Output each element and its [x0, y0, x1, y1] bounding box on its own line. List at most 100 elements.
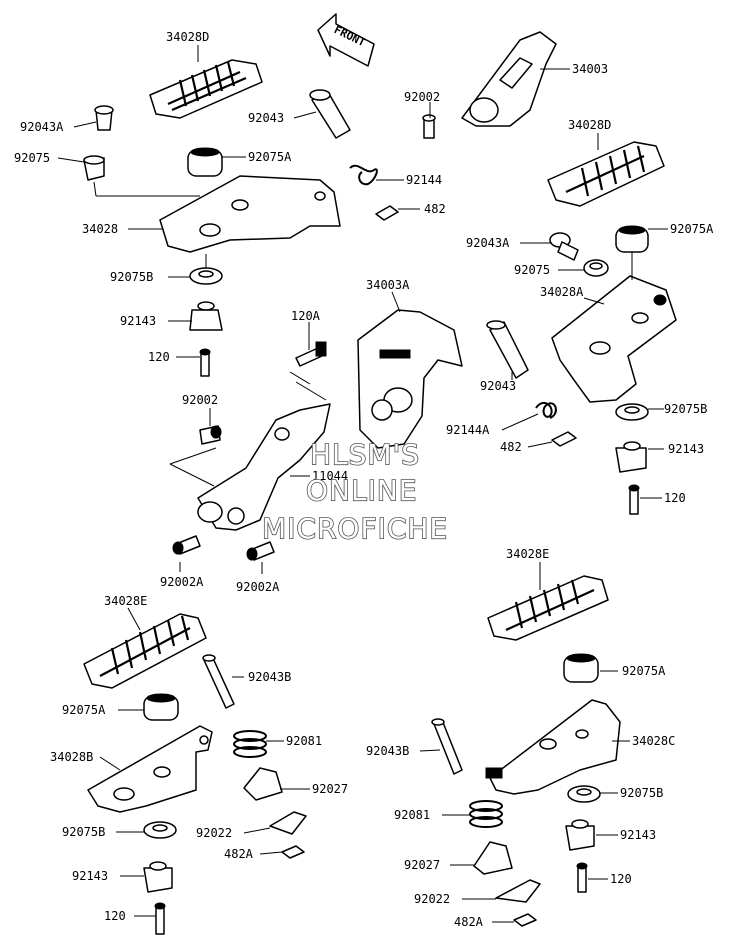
washer-92075b-lower-right: [567, 785, 601, 803]
bolt-120a: [295, 341, 327, 367]
label-11044: 11044: [312, 469, 348, 483]
bolt-92043a-right: [549, 232, 579, 261]
label-92022-right: 92022: [414, 892, 450, 906]
label-120-lower-right: 120: [610, 872, 632, 886]
washer-92075b-lower-left: [143, 821, 177, 839]
pin-92043b-left: [202, 654, 235, 709]
label-92043-top: 92043: [248, 111, 284, 125]
clip-482-top: [375, 205, 399, 221]
footpeg-rubber-34028d-right: [547, 141, 665, 207]
label-92002-mid: 92002: [182, 393, 218, 407]
label-482a-left: 482A: [224, 847, 254, 861]
label-92144a: 92144A: [446, 423, 490, 437]
damper-92075a-lower-left: [143, 693, 179, 721]
bolt-120-lower-left: [154, 902, 166, 935]
clip-482a-left: [281, 845, 305, 859]
bolt-120-lower-right: [576, 862, 588, 893]
watermark-line-3: MICROFICHE: [262, 512, 448, 545]
footpeg-holder-34003a: [357, 309, 463, 449]
bolt-120-right: [628, 484, 640, 515]
label-92143-lower-right: 92143: [620, 828, 656, 842]
spring-92081-left: [233, 730, 267, 758]
label-120a: 120A: [291, 309, 321, 323]
clip-482a-right: [513, 913, 537, 927]
footpeg-bracket-34028: [159, 175, 341, 253]
label-34003: 34003: [572, 62, 608, 76]
label-92027-left: 92027: [312, 782, 348, 796]
footpeg-bracket-34028c: [485, 699, 621, 795]
label-92002a-a: 92002A: [160, 575, 204, 589]
label-92144: 92144: [406, 173, 442, 187]
clip-482-mid: [551, 431, 577, 447]
damper-92075a-left: [187, 147, 223, 177]
label-92043a-right: 92043A: [466, 236, 510, 250]
label-92075a-right: 92075A: [670, 222, 714, 236]
bolt-92002a-b: [246, 541, 275, 561]
label-92002a-b: 92002A: [236, 580, 280, 594]
footpeg-rubber-34028d-left: [149, 59, 263, 119]
damper-92143-lower-right: [565, 819, 595, 851]
washer-92075b-right: [615, 403, 649, 421]
label-92143-lower-left: 92143: [72, 869, 108, 883]
part-labels: 34028D 34003 92043A 92043 92002 92075 92…: [14, 30, 714, 929]
bracket-11044: [197, 403, 331, 531]
watermark-line-2: ONLINE: [306, 474, 417, 507]
footpeg-holder-34003: [461, 31, 557, 127]
plate-92022-left: [269, 811, 307, 835]
stopper-92027-left: [243, 767, 283, 801]
label-34028d-right: 34028D: [568, 118, 611, 132]
collar-92075-left: [83, 155, 105, 181]
damper-92075a-lower-right: [563, 653, 599, 683]
label-92075b-left: 92075B: [110, 270, 153, 284]
plate-92022-right: [495, 879, 541, 903]
label-92081-right: 92081: [394, 808, 430, 822]
damper-92075a-right: [615, 225, 649, 253]
label-34028e-right: 34028E: [506, 547, 549, 561]
pin-92043-mid: [486, 320, 529, 379]
footpeg-rubber-34028e-left: [83, 613, 207, 689]
label-92075a-lower-right: 92075A: [622, 664, 666, 678]
label-92143-left: 92143: [120, 314, 156, 328]
label-34028b: 34028B: [50, 750, 93, 764]
label-120-left: 120: [148, 350, 170, 364]
label-92022-left: 92022: [196, 826, 232, 840]
spring-92144-top: [349, 164, 378, 186]
label-92075a-left: 92075A: [248, 150, 292, 164]
label-92043b-left: 92043B: [248, 670, 291, 684]
footpeg-bracket-34028a: [551, 275, 677, 403]
damper-92143-left: [189, 301, 223, 331]
label-92027-right: 92027: [404, 858, 440, 872]
label-92075a-lower-left: 92075A: [62, 703, 106, 717]
label-34028: 34028: [82, 222, 118, 236]
label-482-top: 482: [424, 202, 446, 216]
label-92002-top: 92002: [404, 90, 440, 104]
watermark: HLSM'S ONLINE MICROFICHE: [261, 437, 448, 546]
stopper-92027-right: [473, 841, 513, 875]
washer-92075b-left: [189, 267, 223, 285]
label-120-lower-left: 120: [104, 909, 126, 923]
label-92075b-right: 92075B: [664, 402, 707, 416]
footpeg-rubber-34028e-right: [487, 575, 609, 641]
label-34003a: 34003A: [366, 278, 410, 292]
label-92075b-lower-right: 92075B: [620, 786, 663, 800]
label-92081-left: 92081: [286, 734, 322, 748]
spring-92081-right: [469, 800, 503, 828]
pin-92043b-right: [431, 718, 463, 775]
watermark-line-1: HLSM'S: [310, 438, 420, 471]
bolt-92043a-left: [94, 105, 114, 131]
label-34028d-top: 34028D: [166, 30, 209, 44]
bolt-92002-top: [422, 114, 436, 139]
spring-92144a: [535, 402, 557, 419]
bolt-120-left: [199, 348, 211, 377]
damper-92143-right: [615, 441, 647, 473]
collar-92075-right: [583, 259, 609, 277]
footpeg-bracket-34028b: [87, 725, 213, 813]
label-34028e-left: 34028E: [104, 594, 147, 608]
label-92075-right: 92075: [514, 263, 550, 277]
damper-92143-lower-left: [143, 861, 173, 893]
label-92043a-left: 92043A: [20, 120, 64, 134]
label-92143-right: 92143: [668, 442, 704, 456]
bolt-92002a-a: [172, 535, 201, 555]
label-92075b-lower-left: 92075B: [62, 825, 105, 839]
